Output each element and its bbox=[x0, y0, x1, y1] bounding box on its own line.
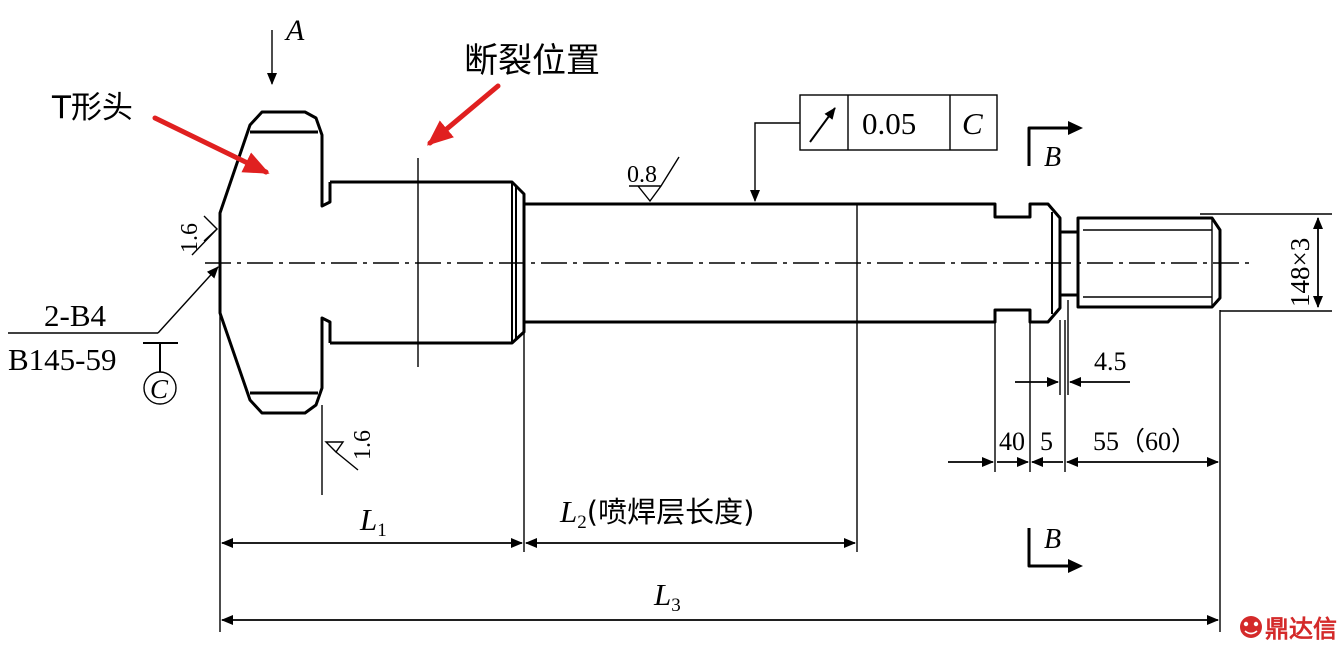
thread-end-outline bbox=[1060, 216, 1222, 309]
t-head-label: T形头 bbox=[51, 90, 133, 126]
dimension-l3: L3 bbox=[221, 577, 1219, 625]
dim-55-60: 55（60） bbox=[1093, 427, 1197, 456]
center-hole-standard: B145-59 bbox=[8, 342, 117, 377]
roughness-shaft: 0.8 bbox=[627, 156, 680, 203]
center-hole-symbol: C bbox=[150, 374, 169, 404]
roughness-shaft-label: 0.8 bbox=[627, 162, 657, 188]
l1-sub: 1 bbox=[377, 520, 387, 541]
dim-40: 40 bbox=[999, 427, 1025, 456]
watermark-logo: 鼎达信 bbox=[1240, 615, 1337, 643]
fracture-label: 断裂位置 bbox=[464, 41, 600, 81]
l3-letter: L bbox=[653, 577, 671, 612]
l2-note: (喷焊层长度) bbox=[587, 495, 755, 529]
watermark-text: 鼎达信 bbox=[1265, 615, 1337, 643]
roughness-neck-label: 1.6 bbox=[350, 430, 376, 460]
l2-sub: 2 bbox=[577, 512, 587, 533]
section-b-top-label: B bbox=[1044, 142, 1061, 173]
dimension-chain-right: 40 5 55（60） bbox=[948, 427, 1219, 467]
tolerance-frame: 0.05 C bbox=[750, 94, 998, 202]
section-b-bottom: B bbox=[1027, 524, 1083, 573]
extension-lines bbox=[219, 213, 1332, 632]
dimension-thread: 148×3 bbox=[1285, 217, 1323, 308]
l2-letter: L bbox=[559, 494, 577, 529]
section-b-top: B bbox=[1027, 121, 1083, 173]
center-hole-callout: 2-B4 B145-59 C bbox=[8, 266, 219, 405]
roughness-left-label: 1.6 bbox=[177, 223, 203, 253]
dimension-l2: L2(喷焊层长度) bbox=[525, 494, 856, 548]
dim-4-5: 4.5 bbox=[1094, 347, 1127, 376]
dimension-l1: L1 bbox=[221, 502, 523, 548]
shaft-outline bbox=[330, 180, 1062, 345]
thread-size: 148×3 bbox=[1285, 238, 1315, 307]
view-a-label: A bbox=[284, 14, 305, 47]
fracture-callout-arrow bbox=[426, 83, 501, 146]
center-hole-spec: 2-B4 bbox=[44, 298, 107, 333]
svg-text:L2(喷焊层长度): L2(喷焊层长度) bbox=[559, 494, 754, 533]
t-head-callout-arrow bbox=[152, 115, 270, 175]
roughness-left-face: 1.6 bbox=[177, 215, 219, 256]
svg-text:L1: L1 bbox=[359, 502, 387, 541]
svg-text:L3: L3 bbox=[653, 577, 681, 616]
section-b-bottom-label: B bbox=[1044, 524, 1061, 555]
dim-5: 5 bbox=[1040, 427, 1053, 456]
dimension-4-5: 4.5 bbox=[1015, 300, 1130, 395]
l3-sub: 3 bbox=[671, 595, 681, 616]
tolerance-value: 0.05 bbox=[862, 106, 916, 141]
roughness-neck: 1.6 bbox=[324, 430, 376, 471]
t-head-outline bbox=[218, 110, 332, 415]
tolerance-datum: C bbox=[962, 106, 983, 141]
l1-letter: L bbox=[359, 502, 377, 537]
